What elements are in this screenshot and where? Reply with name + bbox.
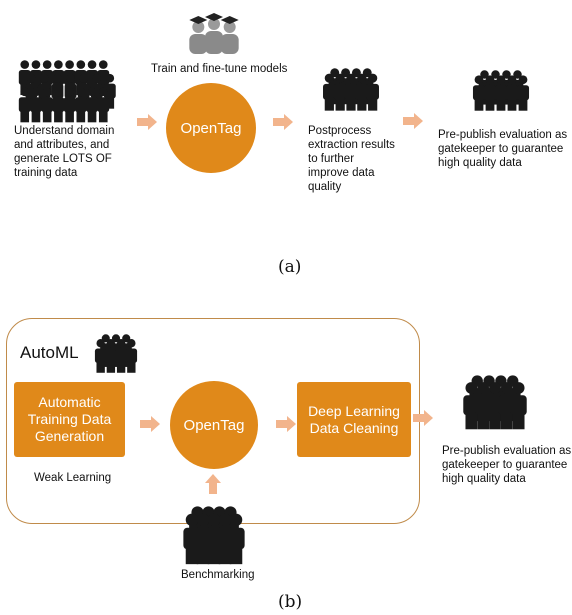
- benchmarking-label: Benchmarking: [181, 569, 255, 581]
- right-arrow-icon: [276, 416, 296, 432]
- caption-a: (a): [278, 257, 302, 277]
- team-icon: [94, 334, 138, 373]
- automl-title: AutoML: [20, 343, 79, 362]
- right-arrow-icon: [413, 410, 433, 426]
- team-icon: [463, 375, 527, 430]
- training-data-generation-box: Automatic Training Data Generation: [14, 382, 125, 457]
- right-arrow-icon: [403, 113, 423, 129]
- right-arrow-icon: [137, 114, 157, 130]
- prepublish-label-b: Pre-publish evaluation as gatekeeper to …: [442, 445, 572, 485]
- weak-learning-label: Weak Learning: [34, 472, 112, 484]
- team-icon: [472, 70, 530, 111]
- up-arrow-icon: [205, 474, 221, 494]
- understand-domain-label: Understand domain and attributes, and ge…: [14, 125, 115, 179]
- opentag-node-b: OpenTag: [170, 381, 258, 469]
- team-icon: [323, 68, 379, 111]
- opentag-node-a: OpenTag: [166, 83, 256, 173]
- prepublish-label-a: Pre-publish evaluation as gatekeeper to …: [438, 129, 568, 169]
- graduates-icon: [189, 13, 239, 54]
- right-arrow-icon: [273, 114, 293, 130]
- right-arrow-icon: [140, 416, 160, 432]
- crowd-icon: [18, 60, 116, 123]
- train-finetune-label: Train and fine-tune models: [151, 63, 288, 75]
- team-icon: [183, 506, 245, 565]
- caption-b: (b): [278, 592, 303, 612]
- postprocess-label: Postprocess extraction results to furthe…: [308, 125, 395, 193]
- deep-learning-cleaning-box: Deep Learning Data Cleaning: [297, 382, 411, 457]
